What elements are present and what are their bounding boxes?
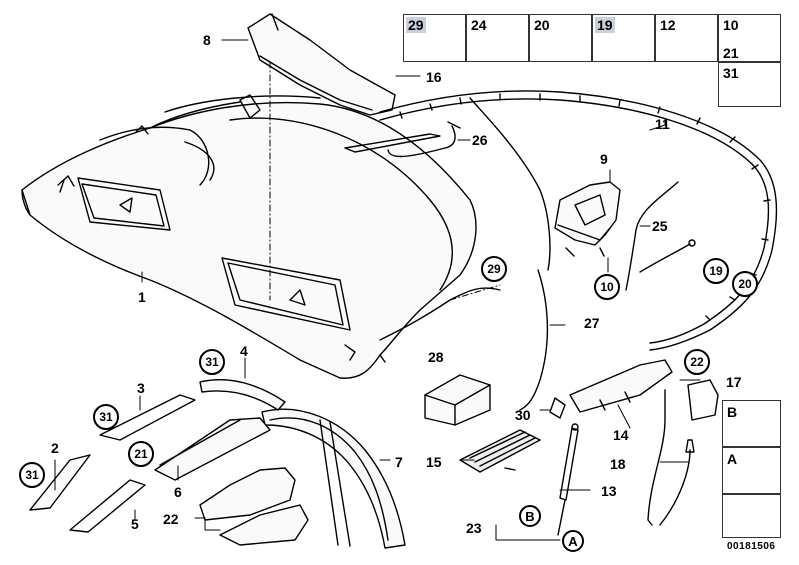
label-part-25: 25: [652, 218, 668, 234]
callout-10: 10: [594, 274, 620, 300]
label-part-4: 4: [240, 343, 248, 359]
label-part-2: 2: [51, 440, 59, 456]
side-letter-B: B: [727, 404, 738, 420]
label-part-16: 16: [426, 69, 442, 85]
callout-20: 20: [732, 271, 758, 297]
parts-cell-19: 19: [592, 14, 655, 62]
release-cable: [625, 181, 696, 291]
hinge-bracket: [554, 181, 621, 257]
release-handle: [569, 359, 673, 413]
parts-cell-31: 31: [718, 62, 781, 107]
vent-grille: [459, 429, 541, 473]
callout-B: B: [519, 505, 541, 527]
parts-cell-29: 29: [403, 14, 466, 62]
label-part-1: 1: [138, 289, 146, 305]
parts-cell-12: 12: [655, 14, 718, 62]
parts-number-20: 20: [534, 17, 550, 33]
label-part-8: 8: [203, 32, 211, 48]
label-part-6: 6: [174, 484, 182, 500]
side-trim-panels: [199, 467, 309, 546]
label-part-7: 7: [395, 454, 403, 470]
label-part-13: 13: [601, 483, 617, 499]
side-cell-B: B: [722, 400, 781, 447]
release-wire: [647, 389, 695, 526]
rear-cover-panel: [21, 94, 501, 379]
label-part-11: 11: [655, 116, 670, 132]
parts-cell-10-21: 10 21: [718, 14, 781, 62]
parts-cell-24: 24: [466, 14, 529, 62]
fastener-parts-table: 29 24 20 19 12 10 21 31: [403, 14, 781, 107]
callout-22: 22: [684, 349, 710, 375]
parts-cell-20: 20: [529, 14, 592, 62]
label-part-26: 26: [472, 132, 488, 148]
label-part-18: 18: [610, 456, 626, 472]
document-number: 00181506: [727, 541, 776, 552]
parts-number-24: 24: [471, 17, 487, 33]
parts-number-19: 19: [595, 17, 615, 33]
latch-parts: [549, 379, 719, 421]
callout-31-mid: 31: [93, 404, 119, 430]
label-part-30: 30: [515, 407, 531, 423]
label-part-22: 22: [163, 511, 179, 527]
lid-side-panel: [261, 408, 406, 549]
callout-19: 19: [703, 258, 729, 284]
label-part-17: 17: [726, 374, 742, 390]
side-seal: [519, 269, 549, 411]
callout-31-top: 31: [199, 349, 225, 375]
label-part-14: 14: [613, 427, 629, 443]
side-cell-A: A: [722, 447, 781, 494]
label-part-9: 9: [600, 151, 608, 167]
gas-strut: [557, 423, 579, 536]
label-part-3: 3: [137, 380, 145, 396]
callout-21: 21: [128, 441, 154, 467]
label-part-23: 23: [466, 520, 482, 536]
label-part-27: 27: [584, 315, 600, 331]
parts-number-10: 10: [723, 17, 739, 33]
bracket-26: [344, 121, 461, 158]
parts-number-12: 12: [660, 17, 676, 33]
label-part-15: 15: [426, 454, 442, 470]
callout-A: A: [562, 530, 584, 552]
label-part-28: 28: [428, 349, 444, 365]
cover-trim-panel: [247, 13, 396, 116]
side-cell-arrow: [722, 494, 781, 538]
side-letter-A: A: [727, 451, 738, 467]
foam-pad: [424, 374, 491, 426]
callout-31-left: 31: [19, 462, 45, 488]
parts-number-29: 29: [406, 17, 426, 33]
callout-29: 29: [481, 256, 507, 282]
label-part-5: 5: [131, 516, 139, 532]
parts-number-21: 21: [723, 45, 739, 61]
trim-strips: [29, 379, 286, 533]
seal-strip: [379, 90, 778, 351]
parts-number-31: 31: [723, 65, 739, 81]
